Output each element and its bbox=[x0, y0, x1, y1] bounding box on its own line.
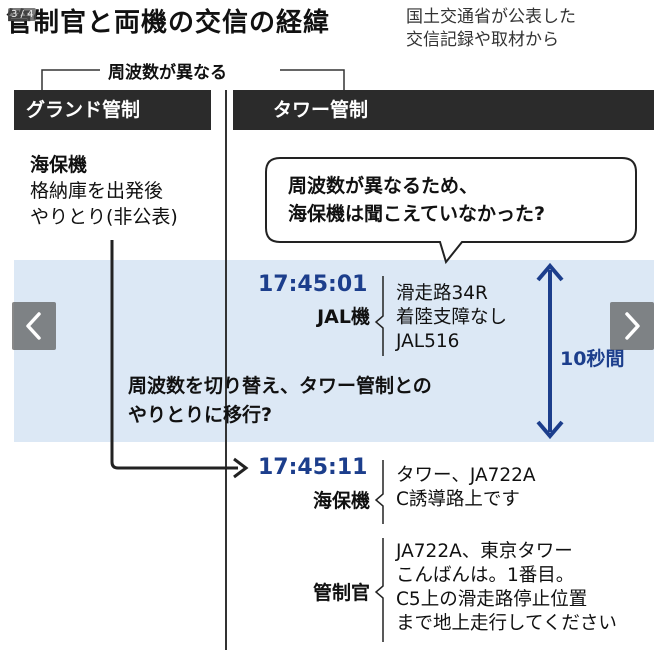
entry-speaker: 海保機 bbox=[312, 490, 370, 512]
brace-1 bbox=[374, 276, 384, 356]
next-slide-button[interactable] bbox=[610, 302, 654, 350]
message-line: 着陸支障なし bbox=[396, 307, 508, 328]
prev-slide-button[interactable] bbox=[12, 302, 56, 350]
source-note: 国土交通省が公表した 交信記録や取材から bbox=[406, 6, 576, 52]
interval-label: 10秒間 bbox=[560, 348, 625, 370]
column-divider bbox=[225, 90, 227, 650]
ground-note-line-2: やりとり(非公表) bbox=[30, 206, 178, 228]
source-line-1: 国土交通省が公表した bbox=[406, 7, 576, 27]
page-title: 管制官と両機の交信の経緯 bbox=[6, 8, 331, 38]
bubble-text: 周波数が異なるため、 海保機は聞こえていなかった? bbox=[288, 172, 545, 228]
entry-speaker: JAL機 bbox=[317, 306, 370, 328]
arrow-up-icon bbox=[536, 262, 564, 282]
chevron-right-icon bbox=[625, 312, 640, 340]
message-line: JAL516 bbox=[396, 331, 460, 352]
message-line: C5上の滑走路停止位置 bbox=[396, 589, 588, 610]
entry-message: 滑走路34R 着陸支障なし JAL516 bbox=[396, 282, 507, 354]
slide-counter: 3 / 4 bbox=[8, 8, 37, 21]
switch-note: 周波数を切り替え、タワー管制との やりとりに移行? bbox=[128, 372, 432, 430]
arrow-head-icon bbox=[233, 457, 249, 479]
message-line: C誘導路上です bbox=[396, 489, 520, 510]
brace-2 bbox=[374, 460, 384, 524]
message-line: まで地上走行してください bbox=[396, 613, 617, 634]
entry-time: 17:45:01 bbox=[258, 272, 368, 297]
ground-note-title: 海保機 bbox=[30, 154, 88, 176]
speech-bubble bbox=[265, 157, 637, 265]
tower-control-header: タワー管制 bbox=[233, 90, 654, 130]
bubble-line-1: 周波数が異なるため、 bbox=[288, 175, 479, 197]
message-line: 滑走路34R bbox=[396, 283, 488, 304]
ground-control-header: グランド管制 bbox=[14, 90, 211, 130]
message-line: タワー、JA722A bbox=[396, 465, 536, 486]
message-line: JA722A、東京タワー bbox=[396, 541, 573, 562]
switch-note-line-2: やりとりに移行? bbox=[128, 404, 273, 426]
entry-message: JA722A、東京タワー こんばんは。1番目。 C5上の滑走路停止位置 まで地上… bbox=[396, 540, 617, 636]
source-line-2: 交信記録や取材から bbox=[406, 30, 559, 50]
entry-time: 17:45:11 bbox=[258, 455, 368, 480]
arrow-down-icon bbox=[536, 420, 564, 440]
ground-note: 海保機 格納庫を出発後 やりとり(非公表) bbox=[30, 152, 178, 230]
message-line: こんばんは。1番目。 bbox=[396, 565, 575, 586]
chevron-left-icon bbox=[26, 312, 41, 340]
bubble-line-2: 海保機は聞こえていなかった? bbox=[288, 203, 546, 225]
frequency-label: 周波数が異なる bbox=[108, 63, 227, 83]
brace-3 bbox=[374, 538, 384, 642]
ground-note-line-1: 格納庫を出発後 bbox=[30, 180, 164, 202]
switch-note-line-1: 周波数を切り替え、タワー管制との bbox=[128, 375, 432, 397]
interval-band bbox=[14, 260, 654, 442]
entry-speaker: 管制官 bbox=[312, 582, 370, 604]
entry-message: タワー、JA722A C誘導路上です bbox=[396, 464, 536, 512]
